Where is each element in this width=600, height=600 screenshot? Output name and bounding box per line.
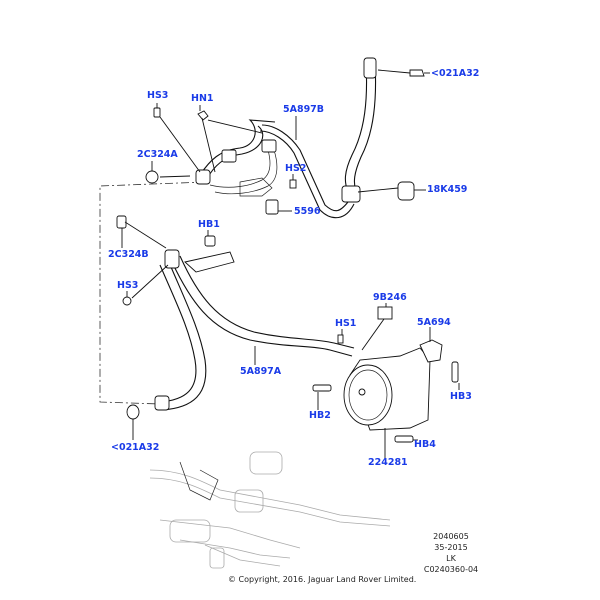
callout-9B246[interactable]: 9B246: [373, 292, 407, 303]
hose-upper-right: [259, 57, 377, 219]
engine-overview-illustration: [149, 451, 391, 569]
callout-5A694[interactable]: 5A694: [417, 317, 451, 328]
fasteners: [116, 69, 459, 443]
meta-author: LK: [446, 554, 456, 563]
callout-2C324A[interactable]: 2C324A: [137, 149, 178, 160]
callout-HN1[interactable]: HN1: [191, 93, 214, 104]
callout-2C324B[interactable]: 2C324B: [108, 249, 149, 260]
callout-HS1[interactable]: HS1: [335, 318, 357, 329]
diagram-meta: 2040605 35-2015 LK C0240360-04: [406, 531, 496, 575]
callout-224281[interactable]: 224281: [368, 457, 408, 468]
meta-code: 2040605: [433, 532, 469, 541]
callout-021A32-bottom[interactable]: <021A32: [111, 442, 160, 453]
callout-18K459[interactable]: 18K459: [427, 184, 468, 195]
callout-021A32-top[interactable]: <021A32: [431, 68, 480, 79]
callout-5A897B[interactable]: 5A897B: [283, 104, 325, 115]
callout-HS3-mid[interactable]: HS3: [117, 280, 139, 291]
copyright-notice: © Copyright, 2016. Jaguar Land Rover Lim…: [228, 575, 417, 584]
meta-date: 35-2015: [434, 543, 468, 552]
callout-5596[interactable]: 5596: [294, 206, 321, 217]
callout-HS2[interactable]: HS2: [285, 163, 307, 174]
pipe-cluster-upper: [195, 119, 279, 215]
hose-lower-main: [154, 249, 355, 411]
callout-HB3[interactable]: HB3: [450, 391, 472, 402]
callout-5A897A[interactable]: 5A897A: [240, 366, 282, 377]
callout-HS3-top[interactable]: HS3: [147, 90, 169, 101]
callout-HB4[interactable]: HB4: [414, 439, 436, 450]
meta-reference: C0240360-04: [423, 565, 479, 574]
leader-lines: [121, 69, 460, 458]
locator-dashed-line: [99, 181, 206, 405]
steering-pump: [343, 339, 443, 431]
callout-HB2[interactable]: HB2: [309, 410, 331, 421]
callout-HB1[interactable]: HB1: [198, 219, 220, 230]
